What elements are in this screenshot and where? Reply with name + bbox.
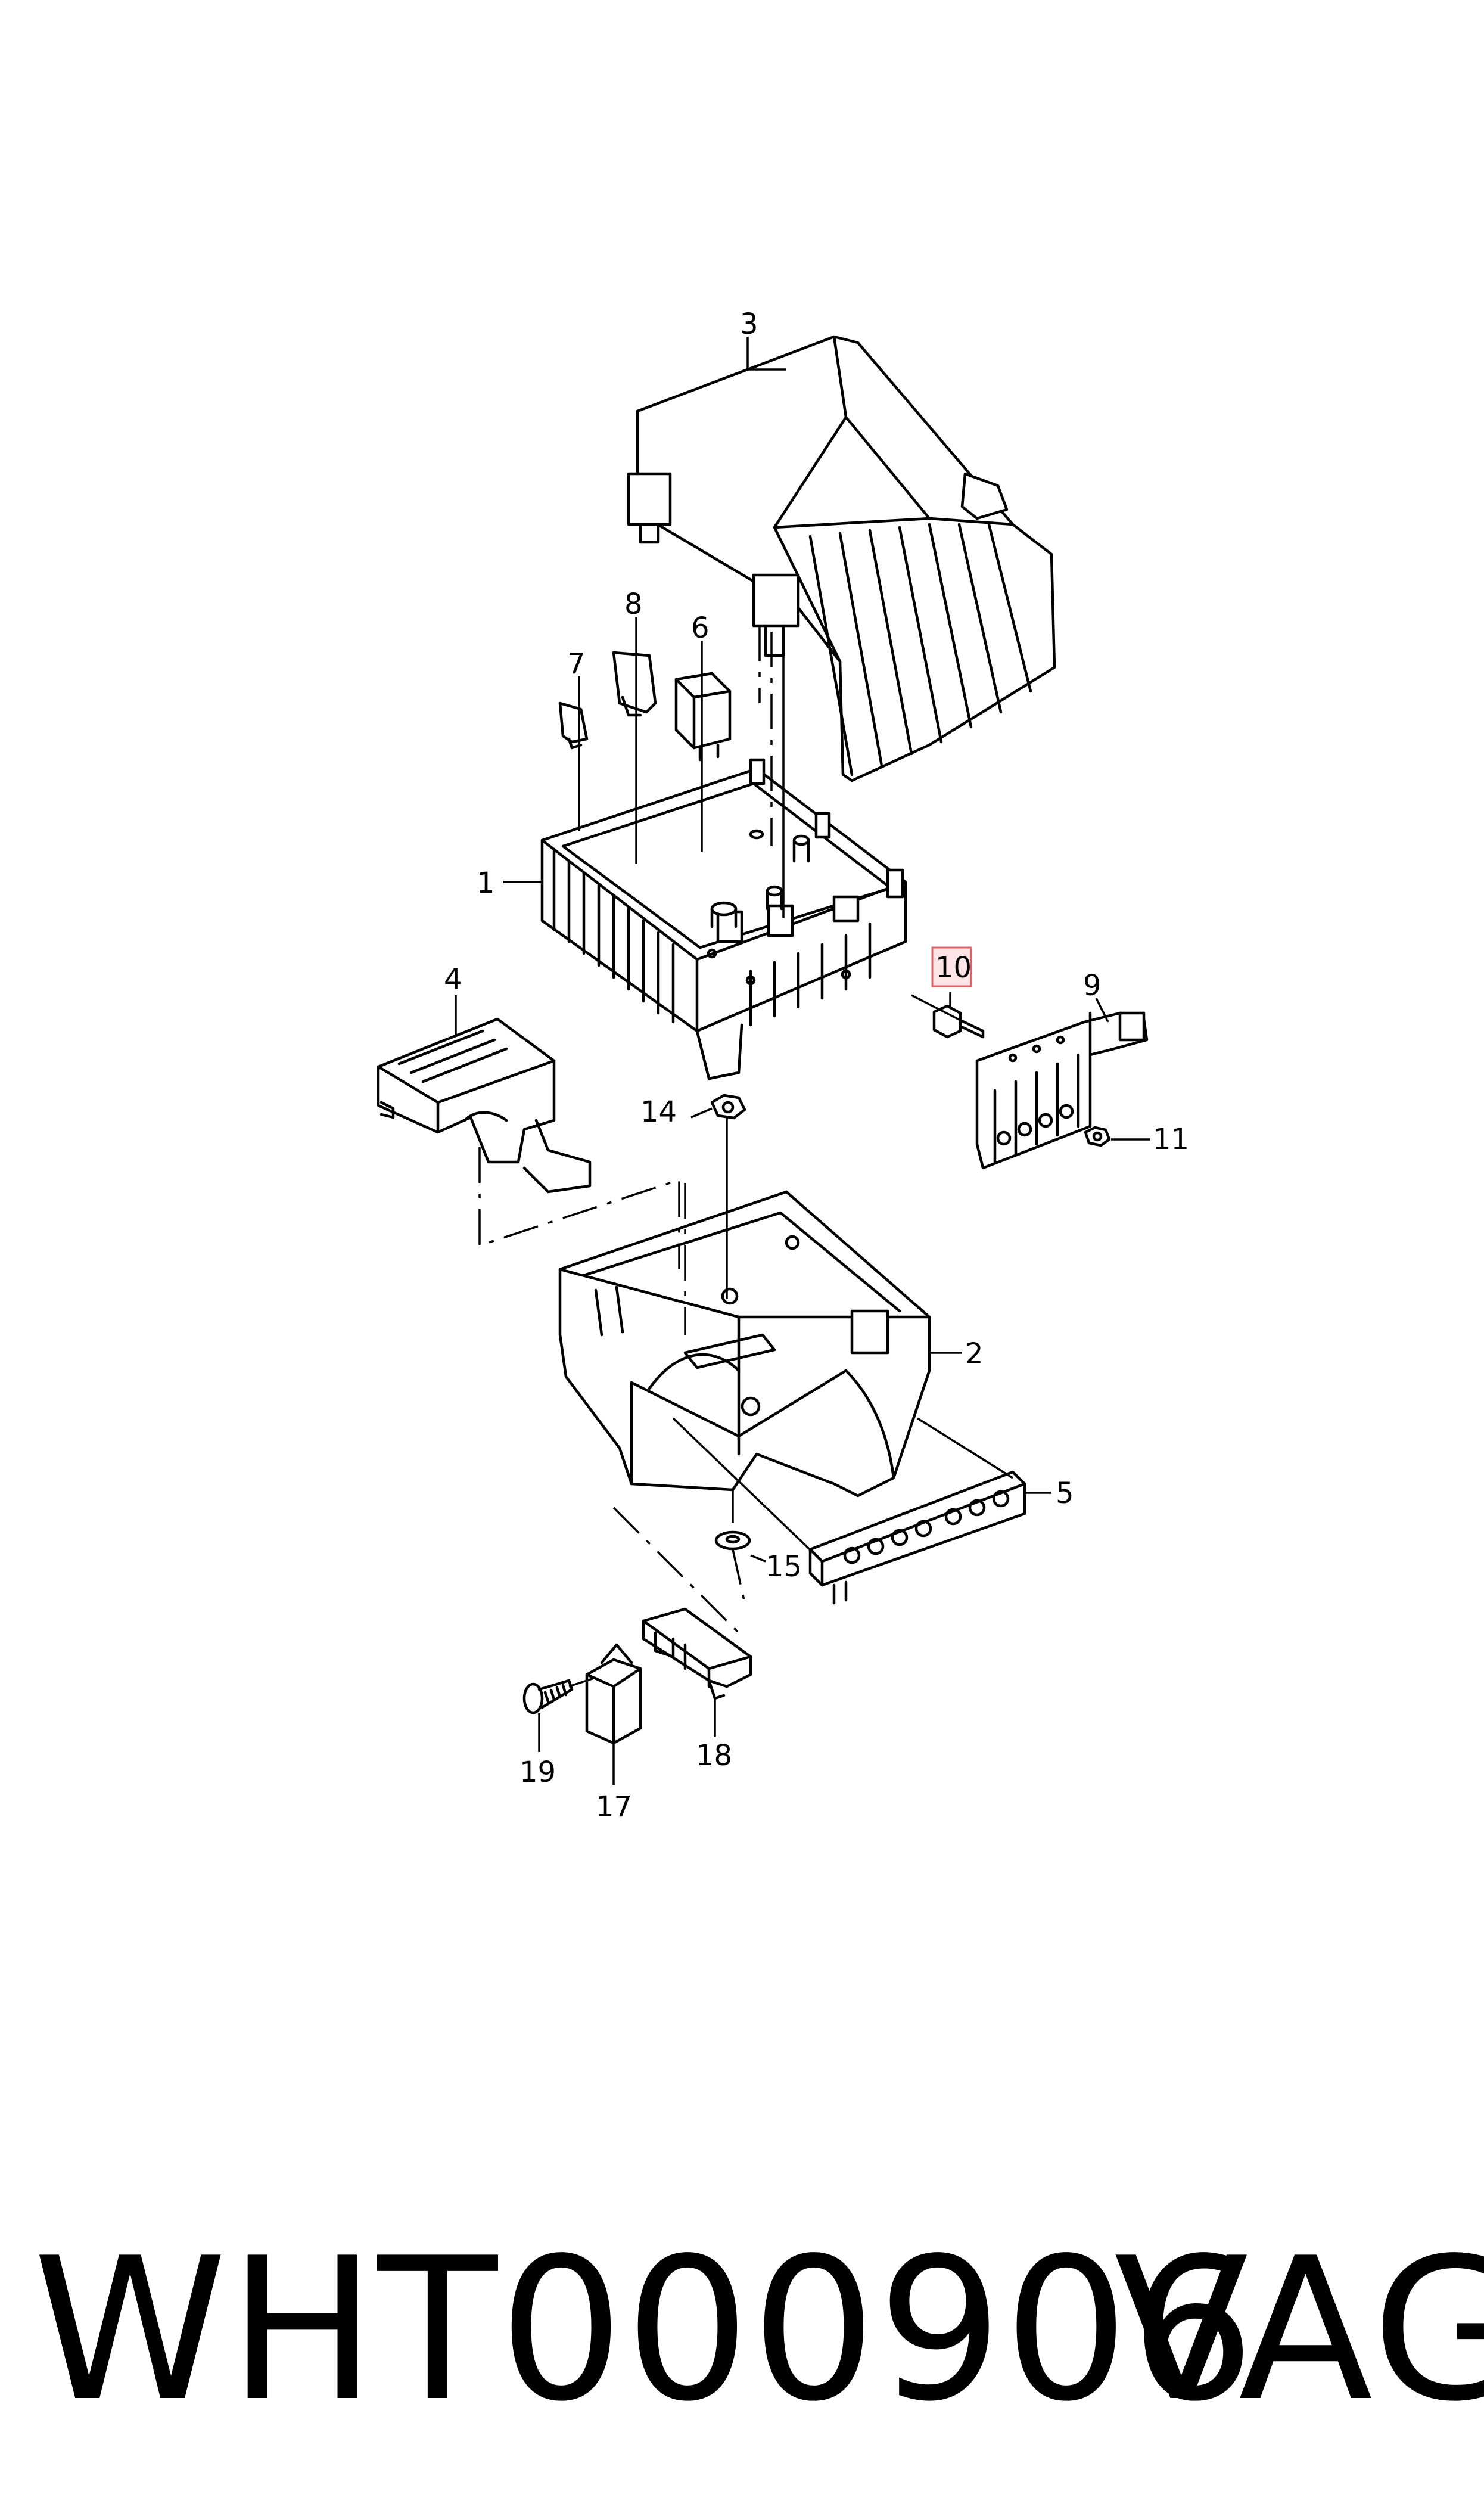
callout-7[interactable]: 7 [567, 647, 586, 681]
callout-11[interactable]: 11 [1153, 1123, 1189, 1156]
leader-lines [455, 337, 1150, 1785]
part-6-relay[interactable] [674, 672, 732, 762]
part-11-nut[interactable] [1084, 1126, 1111, 1147]
part-2-bracket[interactable] [558, 1190, 931, 1498]
part-7-mini-fuse[interactable] [558, 701, 589, 750]
callout-2[interactable]: 2 [965, 1337, 984, 1371]
part-17-relay[interactable] [585, 1643, 642, 1745]
callout-17[interactable]: 17 [596, 1790, 632, 1824]
part-1-fuse-box[interactable] [540, 758, 907, 1080]
callout-10[interactable]: 10 [935, 951, 972, 984]
brand-name: VAG [1114, 2216, 1484, 2445]
callout-1[interactable]: 1 [477, 866, 495, 900]
callout-3[interactable]: 3 [740, 308, 758, 341]
part-8-fuse[interactable] [612, 651, 657, 717]
callout-labels: 3 8 6 7 1 4 10 9 14 11 2 5 15 19 18 17 [444, 308, 1189, 1824]
callout-18[interactable]: 18 [696, 1739, 732, 1772]
part-19-screw[interactable] [522, 1679, 574, 1714]
alignment-lines [478, 626, 773, 1688]
part-18-relay-holder[interactable] [642, 1607, 752, 1700]
part-9-terminal-strip[interactable] [975, 1011, 1149, 1170]
callout-14[interactable]: 14 [640, 1095, 677, 1129]
callout-5[interactable]: 5 [1056, 1477, 1074, 1510]
part-15-washer[interactable] [714, 1530, 751, 1551]
part-5-connector-strip[interactable] [808, 1470, 1026, 1605]
part-3-cover[interactable] [627, 335, 1056, 782]
part-10-bolt[interactable] [932, 1004, 985, 1039]
callout-8[interactable]: 8 [624, 588, 643, 621]
part-14-nut[interactable] [710, 1094, 746, 1120]
footer: WHT000906 VAG [0, 2205, 1484, 2455]
callout-9[interactable]: 9 [1083, 969, 1102, 1002]
callout-19[interactable]: 19 [519, 1756, 556, 1789]
callout-4[interactable]: 4 [444, 963, 462, 996]
highlight-box-10 [931, 946, 972, 987]
part-4-cap[interactable] [377, 1017, 592, 1194]
part-number: WHT000906 [33, 2216, 1256, 2445]
callout-15[interactable]: 15 [766, 1550, 802, 1583]
callout-6[interactable]: 6 [691, 611, 710, 645]
